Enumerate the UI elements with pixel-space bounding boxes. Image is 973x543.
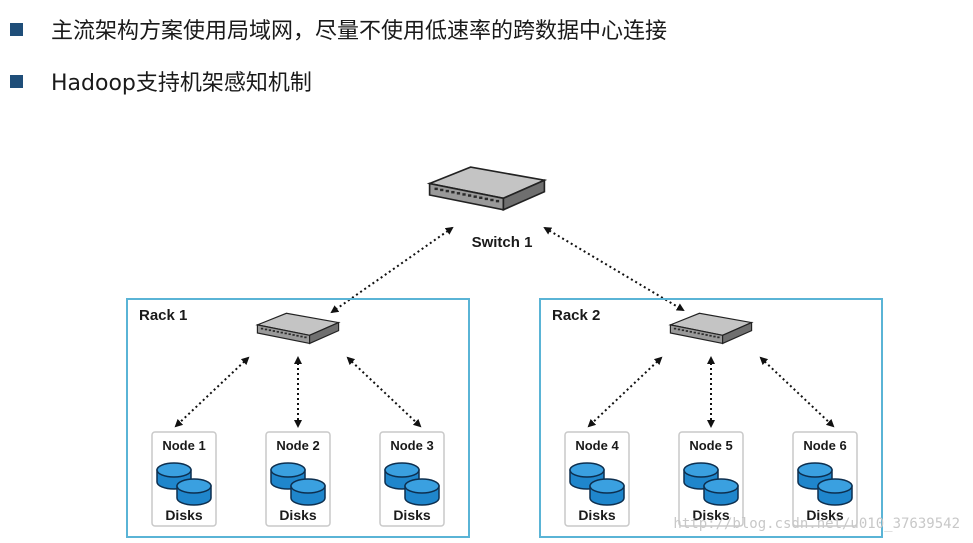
- bullet-text: 主流架构方案使用局域网，尽量不使用低速率的跨数据中心连接: [51, 19, 668, 44]
- rack-switch-icon: [255, 312, 341, 345]
- node-link-arrow: [346, 356, 422, 428]
- rack-box-1: [126, 298, 470, 538]
- switch-label: Switch 1: [472, 234, 533, 251]
- bullet-item: 主流架构方案使用局域网，尽量不使用低速率的跨数据中心连接: [10, 14, 667, 44]
- uplink-arrow-rack-2: [543, 226, 685, 312]
- rack-label: Rack 2: [552, 307, 600, 324]
- disk-stack-icon: [156, 462, 212, 506]
- disk-stack-icon: [569, 462, 625, 506]
- node-label: Node 5: [689, 438, 732, 453]
- node-label: Node 4: [575, 438, 619, 453]
- disk-stack-icon: [797, 462, 853, 506]
- node-link-arrow: [587, 356, 663, 428]
- disks-label: Disks: [165, 507, 203, 523]
- disks-label: Disks: [279, 507, 317, 523]
- disks-label: Disks: [578, 507, 616, 523]
- rack-box-2: [539, 298, 883, 538]
- disk-stack-icon: [683, 462, 739, 506]
- disk-stack-icon: [384, 462, 440, 506]
- node-label: Node 3: [390, 438, 433, 453]
- watermark-text: http://blog.csdn.net/u010_37639542: [673, 516, 960, 532]
- disks-label: Disks: [692, 507, 730, 523]
- node-label: Node 6: [803, 438, 846, 453]
- rack-switch-icon: [668, 312, 754, 345]
- bullet-text: Hadoop支持机架感知机制: [51, 71, 312, 96]
- rack-label: Rack 1: [139, 307, 187, 324]
- node-link-arrow: [759, 356, 835, 428]
- core-switch-icon: [426, 166, 548, 212]
- square-bullet-icon: [10, 74, 23, 88]
- node-label: Node 1: [162, 438, 205, 453]
- disks-label: Disks: [806, 507, 844, 523]
- disk-stack-icon: [270, 462, 326, 506]
- disks-label: Disks: [393, 507, 431, 523]
- bullet-item: Hadoop支持机架感知机制: [10, 66, 312, 96]
- node-link-arrow: [174, 356, 250, 428]
- square-bullet-icon: [10, 22, 23, 36]
- node-label: Node 2: [276, 438, 319, 453]
